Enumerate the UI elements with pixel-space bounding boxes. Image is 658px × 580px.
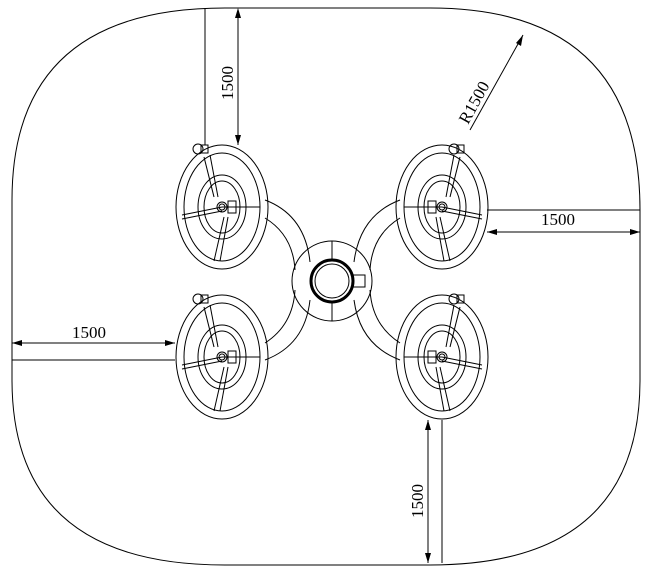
center-post xyxy=(291,240,373,322)
dimension-left: 1500 xyxy=(12,323,175,361)
dimension-bottom: 1500 xyxy=(408,420,443,563)
seat-bottom-left xyxy=(175,293,269,420)
dimension-left-label: 1500 xyxy=(72,323,106,342)
handle-knob-icon xyxy=(192,293,204,305)
dimension-bottom-label: 1500 xyxy=(408,484,427,518)
handle-knob-icon xyxy=(448,143,460,155)
dimension-right-label: 1500 xyxy=(541,210,575,229)
dimension-top: 1500 xyxy=(204,8,241,145)
seat-top-right xyxy=(395,143,489,270)
dimension-radius-label: R1500 xyxy=(455,78,494,127)
handle-knob-icon xyxy=(192,143,204,155)
dimension-radius: R1500 xyxy=(455,34,524,131)
seat-top-left xyxy=(175,143,269,270)
dimension-top-label: 1500 xyxy=(218,66,237,100)
seat-bottom-right xyxy=(395,293,489,420)
handle-knob-icon xyxy=(448,293,460,305)
safety-zone-outline xyxy=(11,7,641,566)
dimension-right: 1500 xyxy=(487,209,640,235)
arms xyxy=(264,199,401,361)
